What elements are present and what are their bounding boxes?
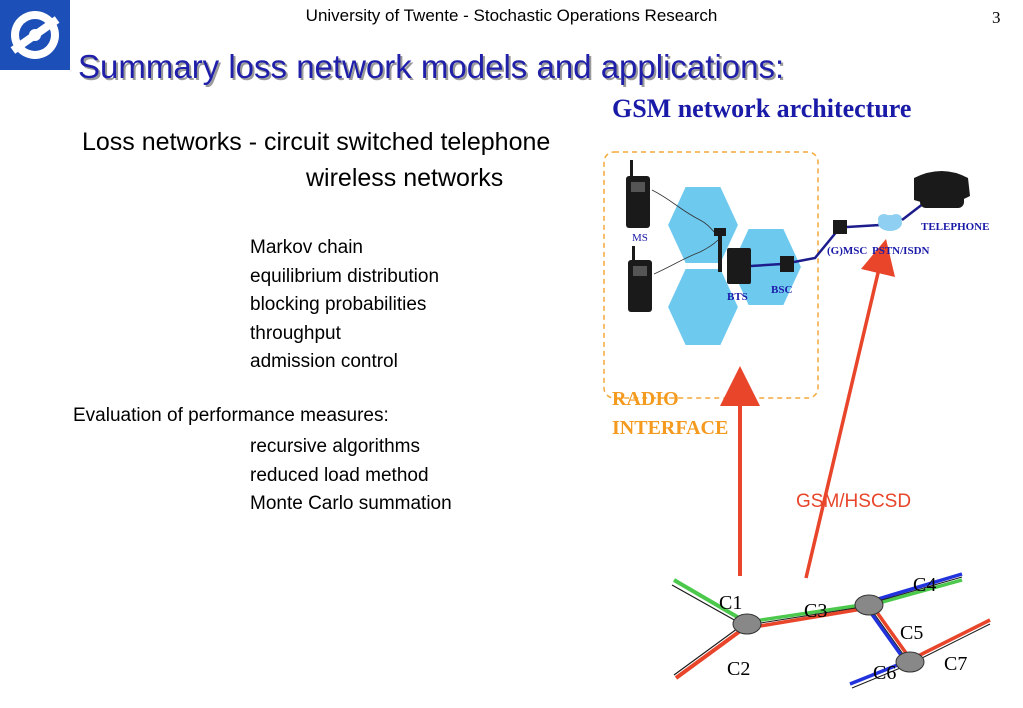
mobile-station-icon xyxy=(628,246,652,312)
topic-item: admission control xyxy=(250,351,398,372)
msc-icon xyxy=(833,220,847,234)
gsm-diagram-title: GSM network architecture xyxy=(612,94,912,123)
telephone-icon xyxy=(914,171,970,208)
topics-list: Markov chain equilibrium distribution bl… xyxy=(250,234,439,377)
evaluation-heading: Evaluation of performance measures: xyxy=(73,405,389,426)
link-label-c7: C7 xyxy=(944,653,968,675)
pstn-arrow xyxy=(804,238,896,579)
gsm-hscsd-label: GSM/HSCSD xyxy=(796,491,912,512)
topic-item: throughput xyxy=(250,322,341,344)
link-label-c2: C2 xyxy=(727,658,751,680)
university-logo-icon xyxy=(0,0,70,70)
page-number: 3 xyxy=(992,8,1001,27)
mobile-station-icon xyxy=(626,160,650,228)
pstn-label: PSTN/ISDN xyxy=(872,245,930,257)
logo xyxy=(0,0,70,70)
radio-label-line: RADIO xyxy=(612,388,679,410)
graph-node xyxy=(732,613,762,635)
pstn-cloud-icon xyxy=(878,214,902,231)
header-title: University of Twente - Stochastic Operat… xyxy=(305,6,718,25)
link-label-c3: C3 xyxy=(804,600,828,622)
link-label-c6: C6 xyxy=(873,662,897,684)
method-item: recursive algorithms xyxy=(250,436,420,457)
bsc-icon xyxy=(780,256,794,272)
slide-title: Summary loss network models and applicat… xyxy=(78,48,785,85)
bsc-label: BSC xyxy=(771,284,793,296)
link-label-c1: C1 xyxy=(719,592,743,614)
evaluation-methods-list: recursive algorithms reduced load method… xyxy=(250,433,452,519)
graph-node xyxy=(854,594,884,616)
bts-label: BTS xyxy=(727,291,748,303)
subtitle-line-2: wireless networks xyxy=(306,164,504,192)
ms-label: MS xyxy=(632,232,648,244)
telephone-label: TELEPHONE xyxy=(921,221,990,233)
method-item: reduced load method xyxy=(250,464,429,486)
topic-item: blocking probabilities xyxy=(250,294,427,315)
method-item: Monte Carlo summation xyxy=(250,493,452,514)
subtitle-line-1: Loss networks - circuit switched telepho… xyxy=(82,128,551,156)
msc-label: (G)MSC xyxy=(827,245,868,257)
radio-label-line: INTERFACE xyxy=(612,417,729,439)
radio-interface-label: RADIO INTERFACE xyxy=(612,385,728,443)
graph-node xyxy=(895,651,925,673)
topic-item: Markov chain xyxy=(250,237,363,258)
topic-item: equilibrium distribution xyxy=(250,265,440,287)
link-label-c4: C4 xyxy=(913,574,937,596)
bts-tower-icon xyxy=(714,228,751,284)
link-label-c5: C5 xyxy=(900,622,924,644)
